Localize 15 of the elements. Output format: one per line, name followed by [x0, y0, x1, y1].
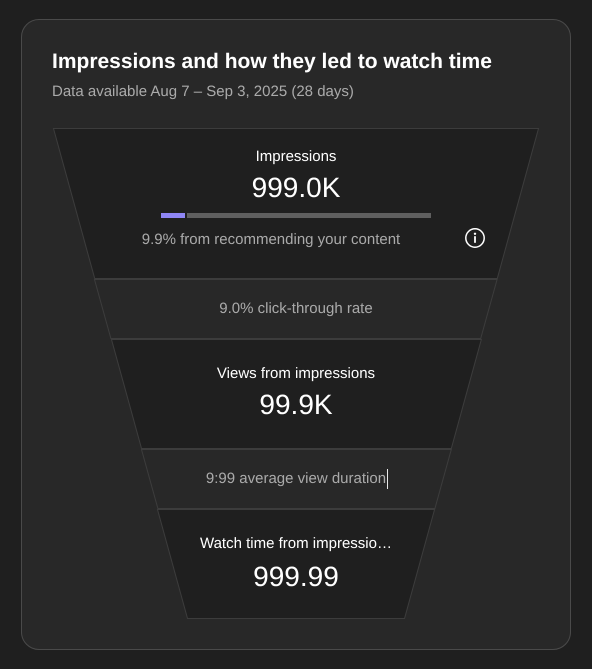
funnel-stage [94, 279, 498, 339]
metric-value: 99.9K [259, 389, 333, 421]
metric-title: Views from impressions [216, 365, 376, 383]
funnel-stage [53, 128, 539, 279]
metric-title: Impressions [256, 148, 336, 166]
metric-note: 9:99 average view duration [206, 470, 386, 488]
metric-title: Watch time from impressio… [200, 535, 392, 553]
funnel-stage [140, 449, 452, 509]
funnel-stage [110, 339, 482, 449]
metric-note: 9.9% from recommending your content [142, 231, 400, 249]
metric-value: 999.99 [253, 561, 339, 593]
metric-note: 9.0% click-through rate [219, 300, 373, 318]
metric-value: 999.0K [252, 172, 340, 204]
card-title: Impressions and how they led to watch time [52, 49, 492, 75]
date-range-subtitle: Data available Aug 7 – Sep 3, 2025 (28 days) [52, 83, 354, 101]
